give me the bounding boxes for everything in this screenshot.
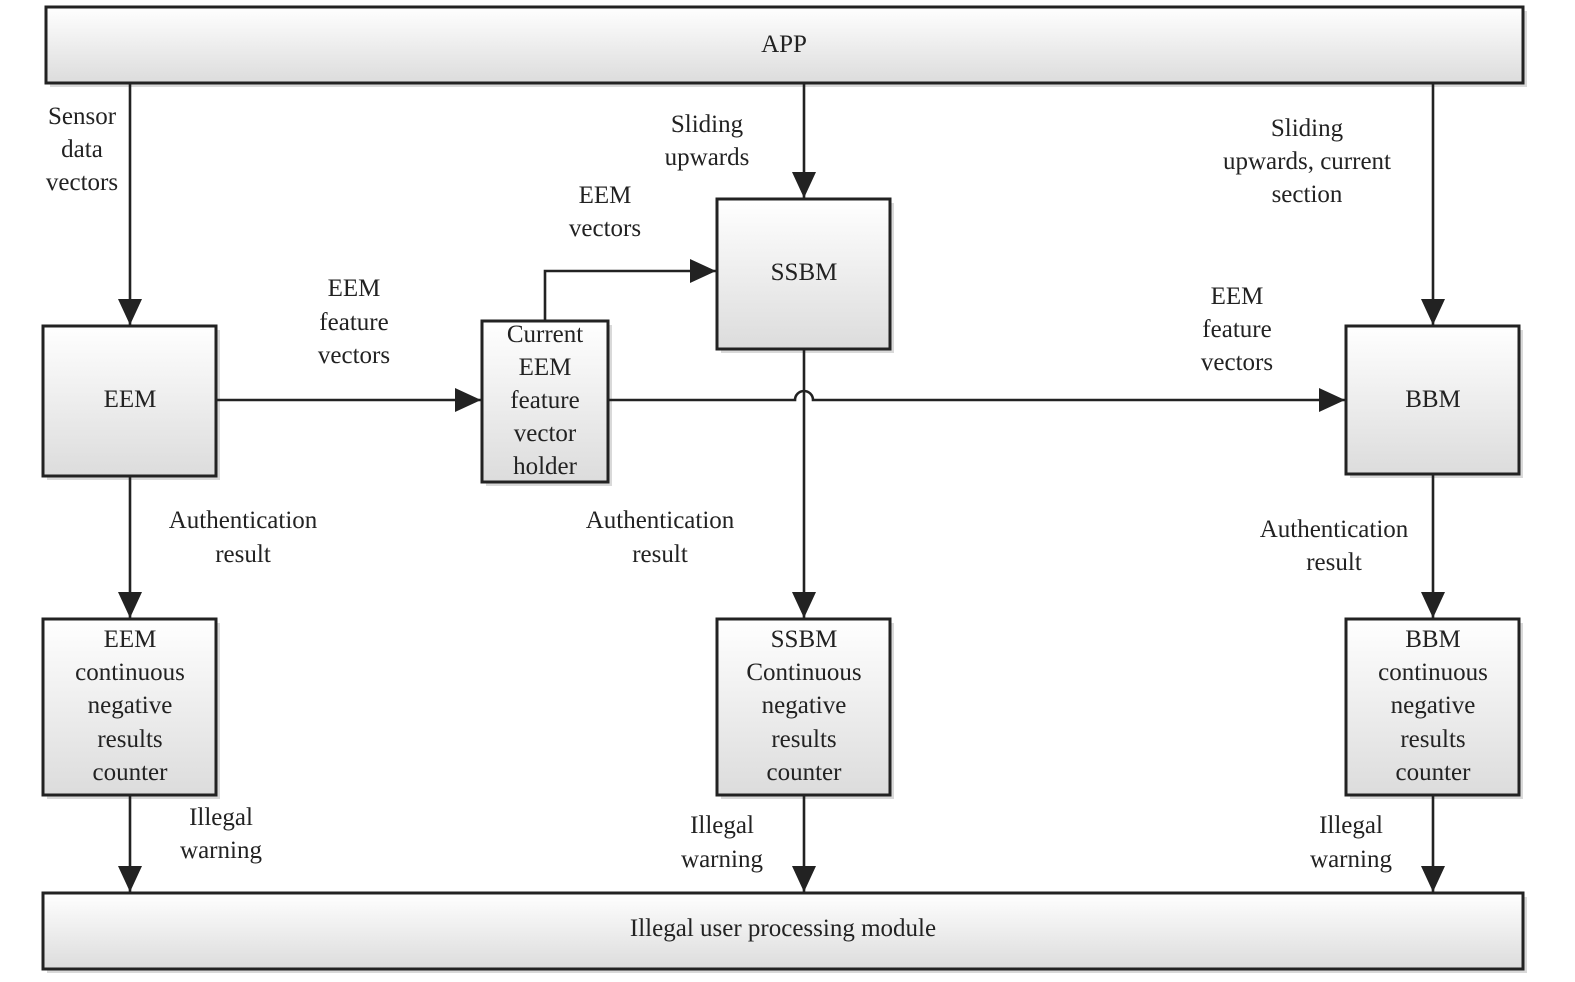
svg-text:warning: warning xyxy=(180,837,262,864)
bbm-counter-line-1: BBM xyxy=(1405,626,1461,653)
svg-text:warning: warning xyxy=(681,846,763,873)
eem-counter-line-2: continuous xyxy=(75,659,185,686)
svg-text:feature: feature xyxy=(1202,316,1271,343)
edge-holder-to-bbm xyxy=(608,388,1345,412)
ssbm-counter-box: SSBM Continuous negative results counter xyxy=(715,617,894,799)
svg-text:Illegal: Illegal xyxy=(1319,812,1383,839)
bbm-box: BBM xyxy=(1344,324,1523,478)
svg-text:feature: feature xyxy=(319,309,388,336)
svg-text:EEM: EEM xyxy=(1211,283,1264,310)
label-sliding-upwards-current: Sliding upwards, current section xyxy=(1223,115,1391,208)
eem-box: EEM xyxy=(41,324,220,480)
svg-text:Illegal: Illegal xyxy=(690,812,754,839)
svg-text:Sliding: Sliding xyxy=(1271,115,1344,142)
svg-text:Authentication: Authentication xyxy=(169,507,318,534)
edge-holder-to-ssbm xyxy=(543,259,716,321)
eem-counter-line-1: EEM xyxy=(104,626,157,653)
eem-counter-line-3: negative xyxy=(88,692,173,719)
bbm-label: BBM xyxy=(1405,386,1461,413)
svg-text:vectors: vectors xyxy=(46,169,118,196)
svg-text:upwards, current: upwards, current xyxy=(1223,148,1391,175)
label-eem-feature-right: EEM feature vectors xyxy=(1201,283,1273,376)
bbm-counter-line-2: continuous xyxy=(1378,659,1488,686)
svg-text:Authentication: Authentication xyxy=(1260,516,1409,543)
eem-label: EEM xyxy=(104,386,157,413)
ssbm-counter-line-3: negative xyxy=(762,692,847,719)
svg-text:EEM: EEM xyxy=(579,182,632,209)
bbm-counter-line-4: results xyxy=(1400,726,1465,753)
label-eem-vectors: EEM vectors xyxy=(569,182,641,242)
svg-text:vectors: vectors xyxy=(569,215,641,242)
svg-text:result: result xyxy=(632,541,688,568)
label-illegal-eem: Illegal warning xyxy=(180,804,262,864)
holder-line-1: Current xyxy=(507,321,583,348)
svg-text:warning: warning xyxy=(1310,846,1392,873)
svg-text:data: data xyxy=(61,136,103,163)
svg-text:Sliding: Sliding xyxy=(671,111,744,138)
label-auth-ssbm: Authentication result xyxy=(586,507,735,568)
label-sensor-data: Sensor data vectors xyxy=(46,103,118,196)
eem-counter-line-5: counter xyxy=(93,759,169,786)
svg-text:result: result xyxy=(215,541,271,568)
eem-counter-line-4: results xyxy=(97,726,162,753)
holder-line-3: feature xyxy=(510,387,579,414)
label-illegal-bbm: Illegal warning xyxy=(1310,812,1392,873)
illegal-module-box: Illegal user processing module xyxy=(41,891,1527,973)
svg-text:Illegal: Illegal xyxy=(189,804,253,831)
label-illegal-ssbm: Illegal warning xyxy=(681,812,763,873)
app-box: APP xyxy=(44,5,1527,87)
label-eem-feature-left: EEM feature vectors xyxy=(318,275,390,369)
svg-text:vectors: vectors xyxy=(318,342,390,369)
ssbm-counter-line-2: Continuous xyxy=(746,659,861,686)
holder-line-5: holder xyxy=(513,453,578,480)
label-auth-bbm: Authentication result xyxy=(1260,516,1409,576)
holder-line-2: EEM xyxy=(519,354,572,381)
svg-text:EEM: EEM xyxy=(328,275,381,302)
svg-text:result: result xyxy=(1306,549,1362,576)
svg-text:Authentication: Authentication xyxy=(586,507,735,534)
app-label: APP xyxy=(761,31,807,58)
label-sliding-upwards: Sliding upwards xyxy=(665,111,750,171)
svg-text:section: section xyxy=(1272,181,1343,208)
bbm-counter-line-3: negative xyxy=(1391,692,1476,719)
ssbm-counter-line-5: counter xyxy=(767,759,843,786)
svg-text:upwards: upwards xyxy=(665,144,750,171)
ssbm-counter-line-1: SSBM xyxy=(771,626,838,653)
label-auth-eem: Authentication result xyxy=(169,507,318,568)
holder-box: Current EEM feature vector holder xyxy=(480,319,612,486)
svg-text:Sensor: Sensor xyxy=(48,103,117,130)
eem-counter-box: EEM continuous negative results counter xyxy=(41,617,220,799)
bbm-counter-box: BBM continuous negative results counter xyxy=(1344,617,1523,799)
ssbm-label: SSBM xyxy=(771,259,838,286)
illegal-module-label: Illegal user processing module xyxy=(630,915,936,942)
ssbm-counter-line-4: results xyxy=(771,726,836,753)
svg-text:vectors: vectors xyxy=(1201,349,1273,376)
bbm-counter-line-5: counter xyxy=(1396,759,1472,786)
holder-line-4: vector xyxy=(514,420,577,447)
ssbm-box: SSBM xyxy=(715,197,894,353)
